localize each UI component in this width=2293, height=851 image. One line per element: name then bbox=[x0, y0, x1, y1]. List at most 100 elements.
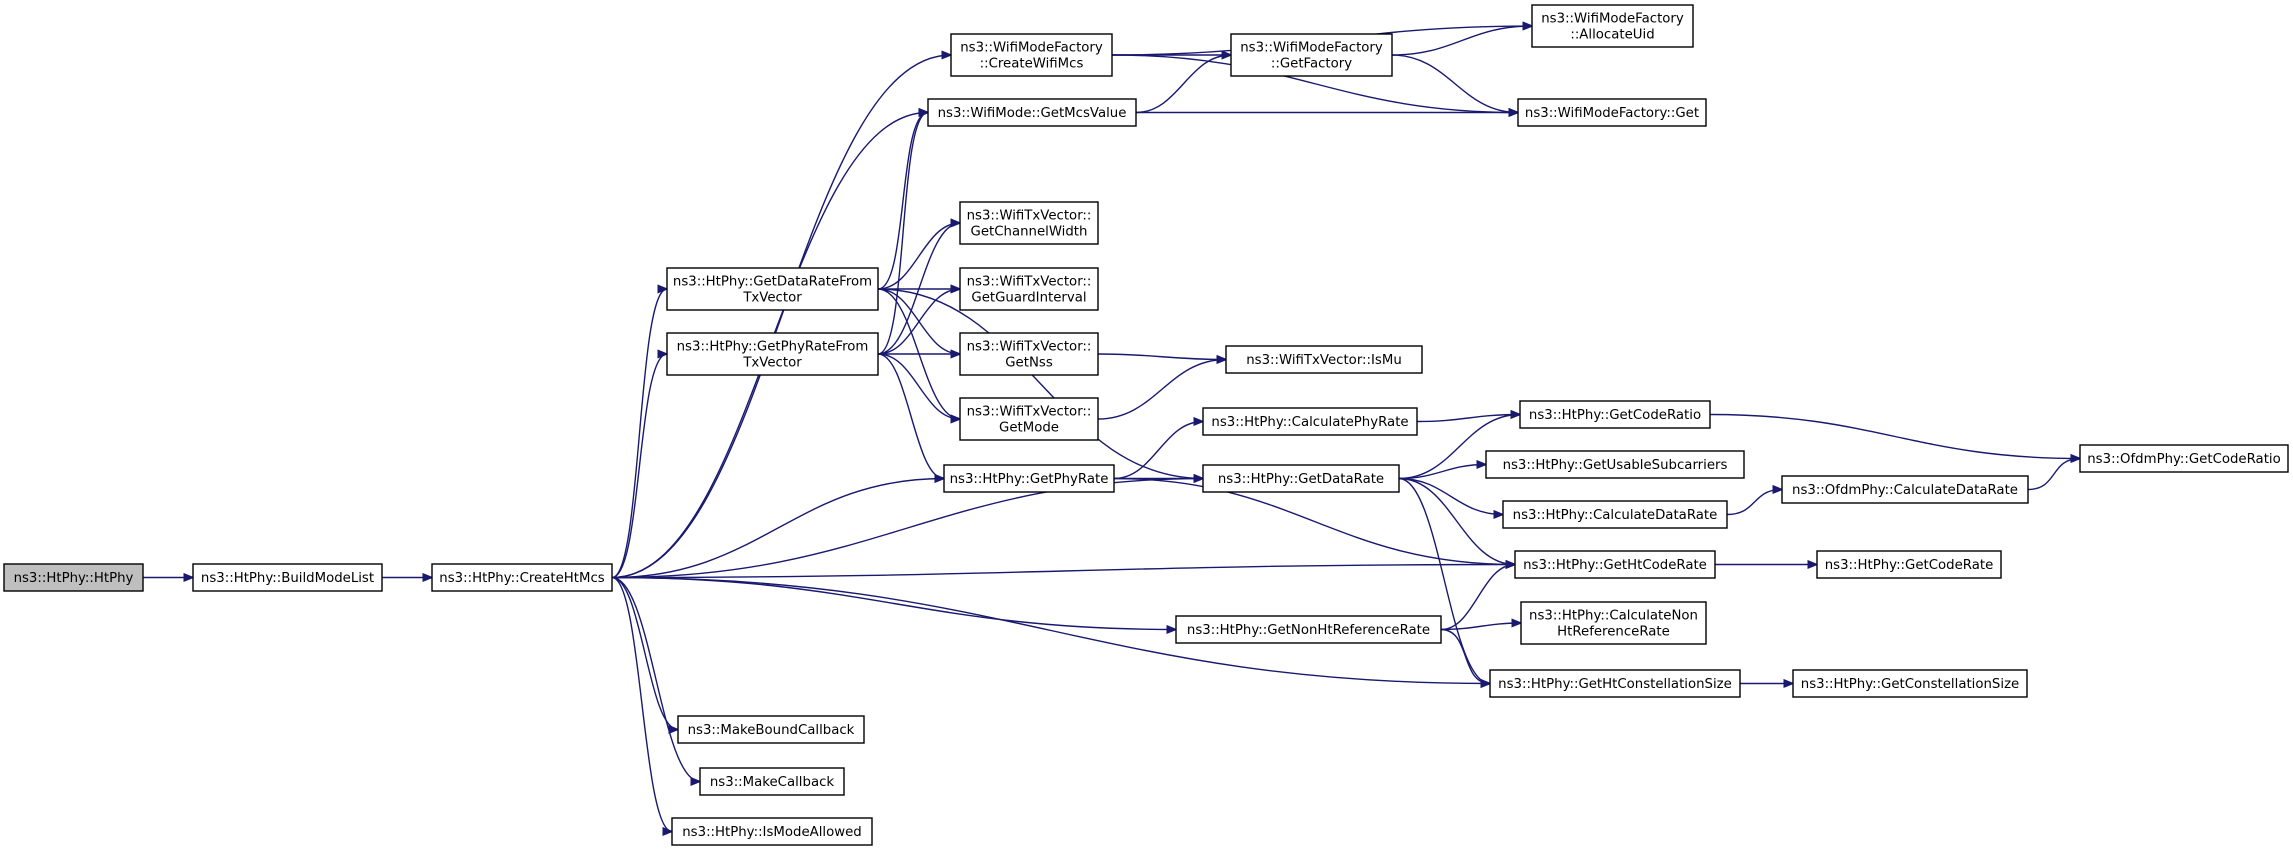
node-htphy-htphy-box bbox=[3, 563, 144, 592]
node-get-phy-rate-label: ns3::HtPhy::GetPhyRate bbox=[950, 472, 1109, 487]
node-get-usable-subcarriers-box bbox=[1485, 450, 1745, 479]
node-htphy-htphy-label: ns3::HtPhy::HtPhy bbox=[14, 571, 134, 586]
node-get-constellation-size-label: ns3::HtPhy::GetConstellationSize bbox=[1801, 677, 2019, 692]
edge-getnonhtreferencerate-to-gethtconstellationsize bbox=[1440, 628, 1490, 684]
node-get-data-rate-label: ns3::HtPhy::GetDataRate bbox=[1218, 472, 1384, 487]
edge-getdatarate-to-gethtconstellationsize bbox=[1398, 477, 1490, 684]
node-get-mode[interactable]: ns3::WifiTxVector::GetMode bbox=[959, 397, 1099, 441]
edge-getdatarate-to-getusablesubcarriers bbox=[1398, 465, 1486, 480]
node-make-bound-callback-label: ns3::MakeBoundCallback bbox=[688, 723, 855, 738]
node-is-mode-allowed-box bbox=[671, 817, 873, 846]
node-get-factory[interactable]: ns3::WifiModeFactory::GetFactory bbox=[1230, 33, 1393, 77]
node-get-ht-code-rate-box bbox=[1514, 550, 1716, 579]
node-get-code-ratio-box bbox=[1519, 400, 1711, 429]
node-is-mu-label: ns3::WifiTxVector::IsMu bbox=[1246, 353, 1402, 368]
node-get-nss-label: ns3::WifiTxVector:: bbox=[967, 340, 1092, 355]
node-get-non-ht-reference-rate-box bbox=[1175, 615, 1442, 644]
node-get-nss[interactable]: ns3::WifiTxVector::GetNss bbox=[959, 332, 1099, 376]
edge-createhtmcs-to-makecallback bbox=[611, 576, 700, 782]
node-create-wifi-mcs-label: ::CreateWifiMcs bbox=[980, 57, 1084, 72]
node-get-usable-subcarriers[interactable]: ns3::HtPhy::GetUsableSubcarriers bbox=[1485, 450, 1745, 479]
node-get-data-rate[interactable]: ns3::HtPhy::GetDataRate bbox=[1202, 464, 1400, 493]
node-get-guard-interval[interactable]: ns3::WifiTxVector::GetGuardInterval bbox=[959, 267, 1099, 311]
node-get-channel-width-label: ns3::WifiTxVector:: bbox=[967, 209, 1092, 224]
node-is-mu[interactable]: ns3::WifiTxVector::IsMu bbox=[1225, 345, 1423, 374]
node-is-mode-allowed[interactable]: ns3::HtPhy::IsModeAllowed bbox=[671, 817, 873, 846]
node-get-constellation-size[interactable]: ns3::HtPhy::GetConstellationSize bbox=[1792, 669, 2028, 698]
node-make-bound-callback-box bbox=[677, 715, 865, 744]
node-build-mode-list-box bbox=[192, 563, 383, 592]
node-get-code-ratio-label: ns3::HtPhy::GetCodeRatio bbox=[1529, 408, 1701, 423]
node-ofdm-get-code-ratio-label: ns3::OfdmPhy::GetCodeRatio bbox=[2087, 452, 2281, 467]
node-get-guard-interval-box bbox=[959, 267, 1099, 311]
edge-getmode-to-ismu bbox=[1097, 360, 1226, 420]
edge-getphyrateftx-to-getguardinterval bbox=[877, 289, 960, 355]
node-calculate-phy-rate[interactable]: ns3::HtPhy::CalculatePhyRate bbox=[1202, 407, 1418, 436]
node-create-ht-mcs-label: ns3::HtPhy::CreateHtMcs bbox=[439, 571, 604, 586]
edge-getnonhtreferencerate-to-gethtcoderate bbox=[1440, 565, 1515, 631]
edge-getnss-to-ismu bbox=[1097, 353, 1226, 360]
node-get-ht-constellation-size[interactable]: ns3::HtPhy::GetHtConstellationSize bbox=[1489, 669, 1741, 698]
edge-layer bbox=[142, 26, 2080, 832]
node-calculate-phy-rate-label: ns3::HtPhy::CalculatePhyRate bbox=[1211, 415, 1408, 430]
node-get-mcs-value-box bbox=[927, 98, 1137, 127]
node-make-callback[interactable]: ns3::MakeCallback bbox=[699, 767, 845, 796]
node-ofdm-calculate-data-rate-label: ns3::OfdmPhy::CalculateDataRate bbox=[1792, 483, 2018, 498]
edge-getfactory-to-allocateuid bbox=[1391, 26, 1532, 56]
node-create-wifi-mcs[interactable]: ns3::WifiModeFactory::CreateWifiMcs bbox=[950, 33, 1113, 77]
node-get-phy-rate[interactable]: ns3::HtPhy::GetPhyRate bbox=[943, 464, 1115, 493]
node-get-ht-constellation-size-label: ns3::HtPhy::GetHtConstellationSize bbox=[1498, 677, 1732, 692]
node-get-factory-label: ::GetFactory bbox=[1271, 57, 1352, 72]
node-get-ht-code-rate[interactable]: ns3::HtPhy::GetHtCodeRate bbox=[1514, 550, 1716, 579]
edge-getphyrate-to-calculatephyrate bbox=[1113, 422, 1203, 480]
node-get-data-rate-from-txvector-label: TxVector bbox=[742, 291, 802, 306]
node-ofdm-calculate-data-rate[interactable]: ns3::OfdmPhy::CalculateDataRate bbox=[1781, 475, 2029, 504]
node-get-non-ht-reference-rate-label: ns3::HtPhy::GetNonHtReferenceRate bbox=[1187, 623, 1430, 638]
node-get-nss-box bbox=[959, 332, 1099, 376]
node-calculate-data-rate[interactable]: ns3::HtPhy::CalculateDataRate bbox=[1502, 500, 1728, 529]
node-get-code-rate[interactable]: ns3::HtPhy::GetCodeRate bbox=[1816, 550, 2002, 579]
node-get-mode-label: ns3::WifiTxVector:: bbox=[967, 405, 1092, 420]
node-ofdm-get-code-ratio-box bbox=[2079, 444, 2289, 473]
edge-createhtmcs-to-getphyrate bbox=[611, 479, 944, 579]
edge-getphyrateftx-to-getmcsvalue bbox=[877, 113, 928, 355]
node-calculate-non-ht-reference-rate-label: HtReferenceRate bbox=[1557, 625, 1670, 640]
edge-createwifimcs-to-factoryget bbox=[1111, 54, 1518, 113]
node-create-ht-mcs[interactable]: ns3::HtPhy::CreateHtMcs bbox=[431, 563, 613, 592]
node-get-mcs-value-label: ns3::WifiMode::GetMcsValue bbox=[938, 106, 1127, 121]
node-get-code-rate-box bbox=[1816, 550, 2002, 579]
node-create-wifi-mcs-label: ns3::WifiModeFactory bbox=[960, 41, 1103, 56]
node-htphy-htphy[interactable]: ns3::HtPhy::HtPhy bbox=[3, 563, 144, 592]
node-get-non-ht-reference-rate[interactable]: ns3::HtPhy::GetNonHtReferenceRate bbox=[1175, 615, 1442, 644]
node-get-nss-label: GetNss bbox=[1005, 356, 1053, 371]
node-build-mode-list[interactable]: ns3::HtPhy::BuildModeList bbox=[192, 563, 383, 592]
node-get-phy-rate-from-txvector-label: ns3::HtPhy::GetPhyRateFrom bbox=[677, 340, 869, 355]
node-factory-get[interactable]: ns3::WifiModeFactory::Get bbox=[1517, 98, 1707, 127]
node-get-data-rate-box bbox=[1202, 464, 1400, 493]
node-calculate-phy-rate-box bbox=[1202, 407, 1418, 436]
edge-getphyrate-to-gethtcoderate bbox=[1113, 477, 1515, 565]
node-get-mcs-value[interactable]: ns3::WifiMode::GetMcsValue bbox=[927, 98, 1137, 127]
node-get-data-rate-from-txvector-label: ns3::HtPhy::GetDataRateFrom bbox=[673, 275, 872, 290]
edge-getdatarate-to-gethtcoderate bbox=[1398, 477, 1515, 565]
node-get-guard-interval-label: GetGuardInterval bbox=[971, 291, 1086, 306]
node-calculate-non-ht-reference-rate-label: ns3::HtPhy::CalculateNon bbox=[1529, 609, 1698, 624]
edge-createhtmcs-to-getnonhtreferencerate bbox=[611, 576, 1176, 630]
node-make-bound-callback[interactable]: ns3::MakeBoundCallback bbox=[677, 715, 865, 744]
node-ofdm-get-code-ratio[interactable]: ns3::OfdmPhy::GetCodeRatio bbox=[2079, 444, 2289, 473]
node-factory-get-box bbox=[1517, 98, 1707, 127]
node-get-factory-label: ns3::WifiModeFactory bbox=[1240, 41, 1383, 56]
node-get-usable-subcarriers-label: ns3::HtPhy::GetUsableSubcarriers bbox=[1503, 458, 1728, 473]
edge-ofdmcalculatedatarate-to-ofdmgetcoderatio bbox=[2027, 459, 2080, 491]
node-get-code-ratio[interactable]: ns3::HtPhy::GetCodeRatio bbox=[1519, 400, 1711, 429]
node-get-channel-width[interactable]: ns3::WifiTxVector::GetChannelWidth bbox=[959, 201, 1099, 245]
edge-getmcsvalue-to-getfactory bbox=[1135, 55, 1231, 114]
node-make-callback-box bbox=[699, 767, 845, 796]
edge-getdatarateftx-to-getdatarate bbox=[877, 288, 1203, 479]
node-get-mode-label: GetMode bbox=[999, 421, 1059, 436]
edge-createhtmcs-to-getdatarateftx bbox=[611, 289, 667, 579]
node-allocate-uid[interactable]: ns3::WifiModeFactory::AllocateUid bbox=[1531, 4, 1694, 48]
